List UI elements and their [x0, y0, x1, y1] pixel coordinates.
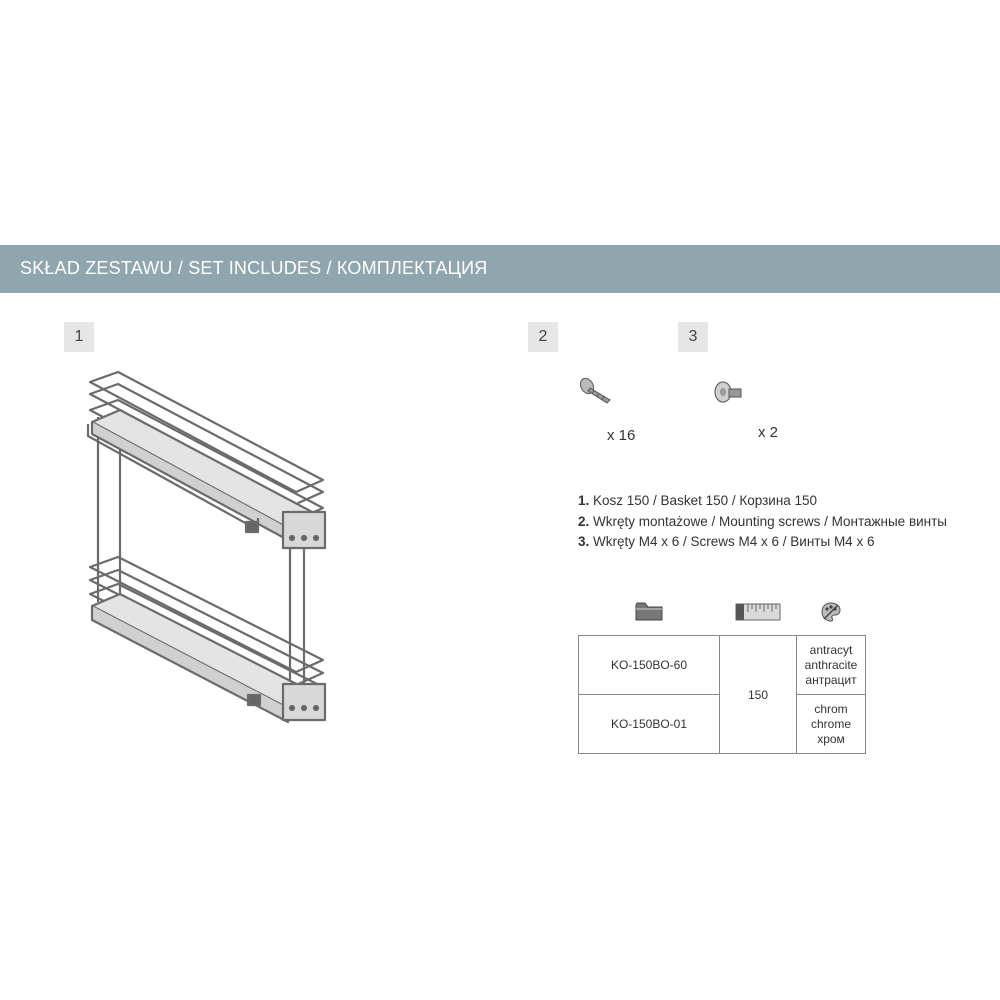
parts-legend: 1. Kosz 150 / Basket 150 / Корзина 150 2… [578, 491, 947, 553]
mounting-screw-icon [578, 376, 618, 408]
product-color: antracyt anthracite антрацит [796, 635, 866, 695]
product-color: chrom chrome хром [796, 694, 866, 754]
section-banner: SKŁAD ZESTAWU / SET INCLUDES / КОМПЛЕКТА… [0, 245, 1000, 293]
quantity-m4-screws: x 2 [758, 424, 779, 441]
quantity-screws: x 16 [607, 427, 636, 444]
legend-item: 1. Kosz 150 / Basket 150 / Корзина 150 [578, 493, 818, 508]
m4-screw-icon [712, 378, 746, 408]
ruler-icon [735, 602, 781, 622]
table-row: KO-150BO-60 150 antracyt anthracite антр… [578, 635, 866, 754]
item-number-3: 3 [678, 322, 708, 352]
legend-item: 2. Wkręty montażowe / Mounting screws / … [578, 513, 947, 529]
product-spec-table: KO-150BO-60 150 antracyt anthracite антр… [578, 635, 866, 754]
product-code: KO-150BO-01 [578, 694, 720, 754]
folder-icon [635, 601, 663, 621]
section-title: SKŁAD ZESTAWU / SET INCLUDES / КОМПЛЕКТА… [20, 258, 488, 278]
item-number-2: 2 [528, 322, 558, 352]
product-size: 150 [719, 635, 797, 754]
table-row: KO-150BO-01 chrom chrome хром [578, 694, 866, 754]
basket-illustration [78, 362, 338, 742]
palette-icon [820, 601, 842, 623]
legend-item: 3. Wkręty M4 x 6 / Screws M4 x 6 / Винты… [578, 534, 875, 549]
item-number-1: 1 [64, 322, 94, 352]
product-code: KO-150BO-60 [578, 635, 720, 695]
